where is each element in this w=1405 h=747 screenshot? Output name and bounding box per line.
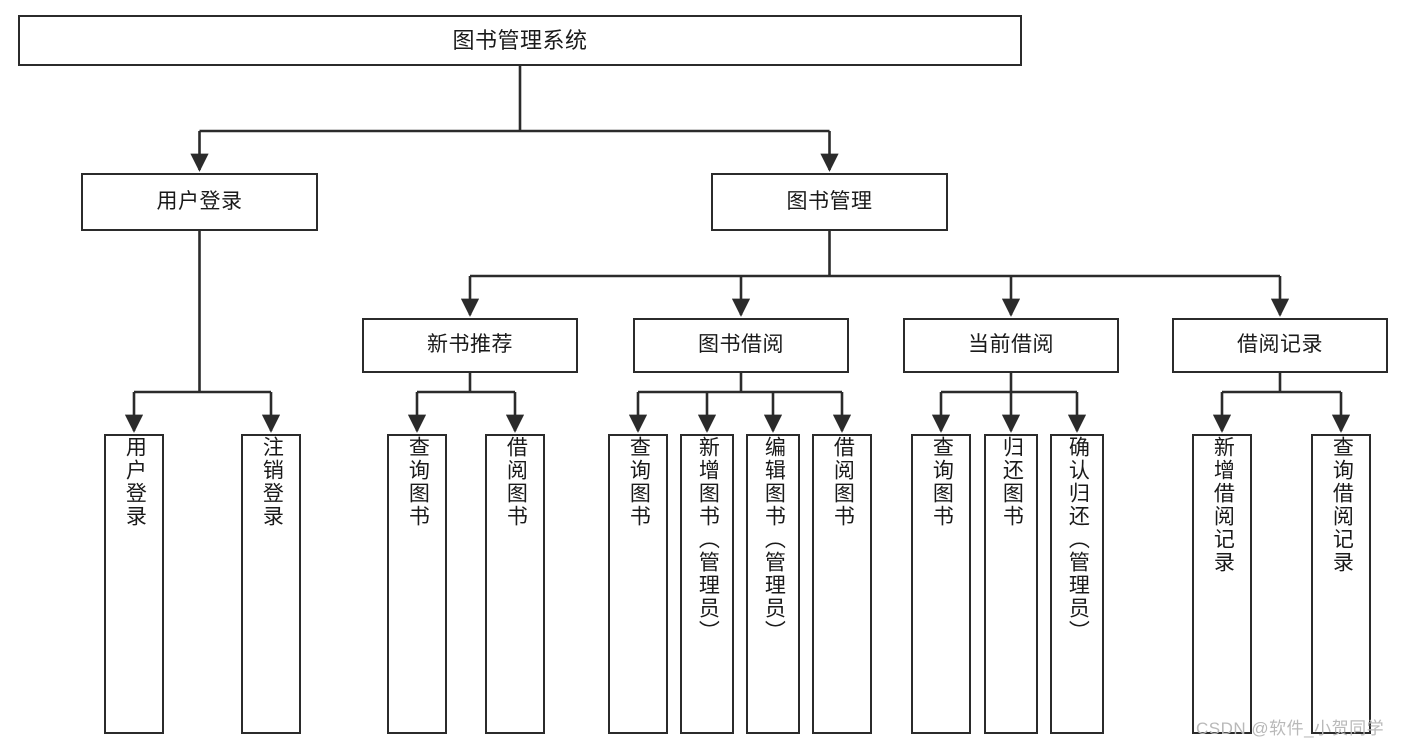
node-label: 借阅图书: [831, 436, 855, 528]
node-leaf-q-rec[interactable]: 查询借阅记录: [1311, 434, 1371, 734]
node-new-book-rec[interactable]: 新书推荐: [362, 318, 578, 373]
node-label: 图书管理: [786, 189, 873, 213]
node-leaf-add-rec[interactable]: 新增借阅记录: [1192, 434, 1252, 734]
node-borrow-record[interactable]: 借阅记录: [1172, 318, 1388, 373]
node-label: 新书推荐: [427, 333, 513, 357]
node-label: 图书借阅: [698, 333, 784, 357]
node-label: 确认归还（管理员）: [1066, 436, 1090, 643]
node-label: 编辑图书（管理员）: [762, 436, 786, 643]
node-label: 当前借阅: [968, 333, 1054, 357]
node-leaf-q-book-3[interactable]: 查询图书: [911, 434, 971, 734]
node-label: 归还图书: [1000, 436, 1024, 528]
node-label: 图书管理系统: [452, 27, 588, 53]
node-label: 新增图书（管理员）: [696, 436, 720, 643]
node-leaf-return[interactable]: 归还图书: [984, 434, 1038, 734]
node-label: 注销登录: [260, 436, 284, 528]
node-current-borrow[interactable]: 当前借阅: [903, 318, 1119, 373]
node-label: 查询借阅记录: [1330, 436, 1354, 574]
node-label: 用户登录: [123, 436, 147, 528]
node-root[interactable]: 图书管理系统: [18, 15, 1022, 66]
watermark-text: CSDN @软件_小贺同学: [1196, 719, 1385, 738]
node-label: 查询图书: [406, 436, 430, 528]
node-leaf-confirm[interactable]: 确认归还（管理员）: [1050, 434, 1104, 734]
node-label: 借阅图书: [504, 436, 528, 528]
node-leaf-q-book-2[interactable]: 查询图书: [608, 434, 668, 734]
node-leaf-add-book[interactable]: 新增图书（管理员）: [680, 434, 734, 734]
node-leaf-user-login[interactable]: 用户登录: [104, 434, 164, 734]
node-leaf-edit-book[interactable]: 编辑图书（管理员）: [746, 434, 800, 734]
node-user-login[interactable]: 用户登录: [81, 173, 318, 231]
node-label: 查询图书: [930, 436, 954, 528]
node-label: 借阅记录: [1237, 333, 1323, 357]
node-label: 新增借阅记录: [1211, 436, 1235, 574]
node-leaf-logout[interactable]: 注销登录: [241, 434, 301, 734]
node-label: 查询图书: [627, 436, 651, 528]
node-book-manage[interactable]: 图书管理: [711, 173, 948, 231]
node-leaf-borrow-1[interactable]: 借阅图书: [485, 434, 545, 734]
node-leaf-q-book-1[interactable]: 查询图书: [387, 434, 447, 734]
node-book-borrow[interactable]: 图书借阅: [633, 318, 849, 373]
node-leaf-borrow-2[interactable]: 借阅图书: [812, 434, 872, 734]
node-label: 用户登录: [156, 189, 243, 213]
